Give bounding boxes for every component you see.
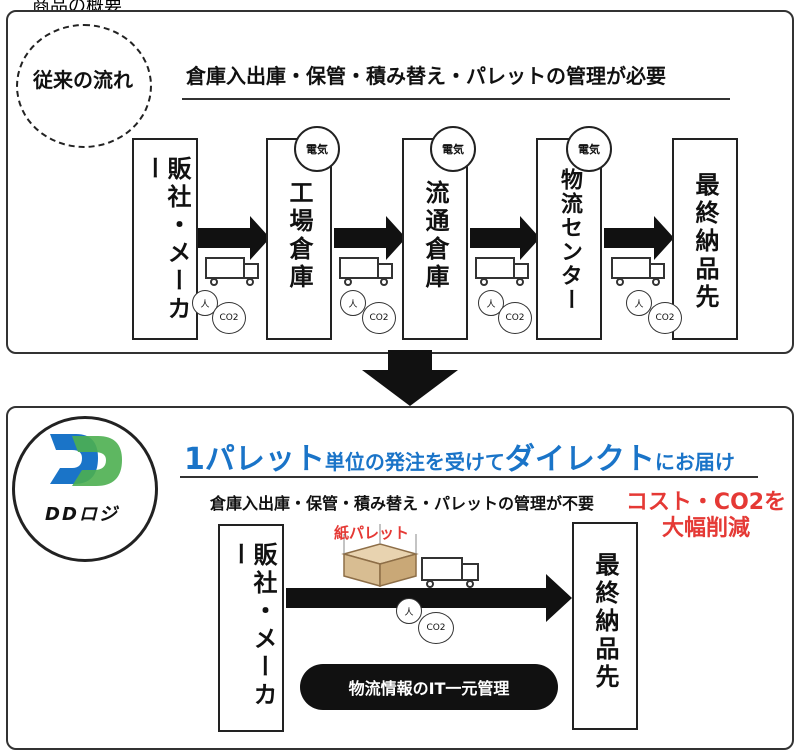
cost-line-1: コスト・CO2を [625, 490, 787, 515]
node-maker-label: 販社・メーカー [139, 156, 191, 324]
node-maker: 販社・メーカー [218, 524, 284, 732]
node-factory-warehouse: 工場倉庫 [266, 138, 332, 340]
truck-icon [475, 257, 529, 286]
node-distribution-warehouse: 流通倉庫 [402, 138, 468, 340]
node-final-destination-label: 最終納品先 [691, 172, 719, 312]
cost-line-2: 大幅削減 [661, 516, 750, 542]
electricity-tag: 電気 [566, 126, 612, 172]
headline-part-2: 単位の発注を受けて [324, 450, 505, 474]
headline-underline [180, 476, 758, 478]
it-management-pill: 物流情報のIT一元管理 [300, 664, 558, 710]
node-distribution-warehouse-label: 流通倉庫 [421, 180, 449, 292]
headline-part-4: にお届け [654, 450, 735, 474]
paper-pallet-icon [341, 524, 419, 587]
bottom-note: 倉庫入出庫・保管・積み替え・パレットの管理が不要 [210, 494, 595, 513]
electricity-tag: 電気 [430, 126, 476, 172]
logo-name: DDロジ [45, 504, 119, 525]
co2-icon: CO2 [498, 302, 532, 334]
flow-arrow-3 [470, 216, 540, 260]
truck-icon [205, 257, 259, 286]
electricity-tag: 電気 [294, 126, 340, 172]
person-icon: 人 [340, 290, 366, 316]
direct-arrow-group [286, 524, 572, 622]
traditional-label: 従来の流れ [33, 68, 133, 92]
node-maker-label: 販社・メーカー [225, 542, 277, 710]
headline-part-3: ダイレクト [504, 442, 655, 477]
flow-arrow-4 [604, 216, 674, 260]
cost-reduction-callout: コスト・CO2を 大幅削減 [616, 490, 796, 543]
truck-icon [421, 557, 479, 588]
top-note: 倉庫入出庫・保管・積み替え・パレットの管理が必要 [186, 64, 666, 88]
truck-icon [611, 257, 665, 286]
truck-icon [339, 257, 393, 286]
node-factory-warehouse-label: 工場倉庫 [285, 180, 313, 292]
node-maker: 販社・メーカー [132, 138, 198, 340]
person-icon: 人 [626, 290, 652, 316]
top-note-underline [182, 98, 730, 100]
flow-arrow-1 [198, 216, 270, 260]
node-final-destination-label: 最終納品先 [591, 552, 619, 692]
co2-icon: CO2 [418, 612, 454, 644]
headline-part-1: 1パレット [184, 442, 325, 477]
co2-icon: CO2 [648, 302, 682, 334]
down-arrow [362, 350, 458, 406]
node-logistics-center-label: 物流センター [557, 168, 582, 312]
node-final-destination: 最終納品先 [572, 522, 638, 730]
co2-icon: CO2 [212, 302, 246, 334]
headline: 1パレット単位の発注を受けてダイレクトにお届け [184, 434, 735, 478]
flow-arrow-2 [334, 216, 406, 260]
co2-icon: CO2 [362, 302, 396, 334]
node-final-destination: 最終納品先 [672, 138, 738, 340]
person-icon: 人 [396, 598, 422, 624]
direct-arrow [286, 574, 572, 622]
paper-pallet-label: 紙パレット [334, 524, 410, 542]
traditional-circle [16, 24, 152, 148]
logo-mark-icon [50, 434, 122, 486]
